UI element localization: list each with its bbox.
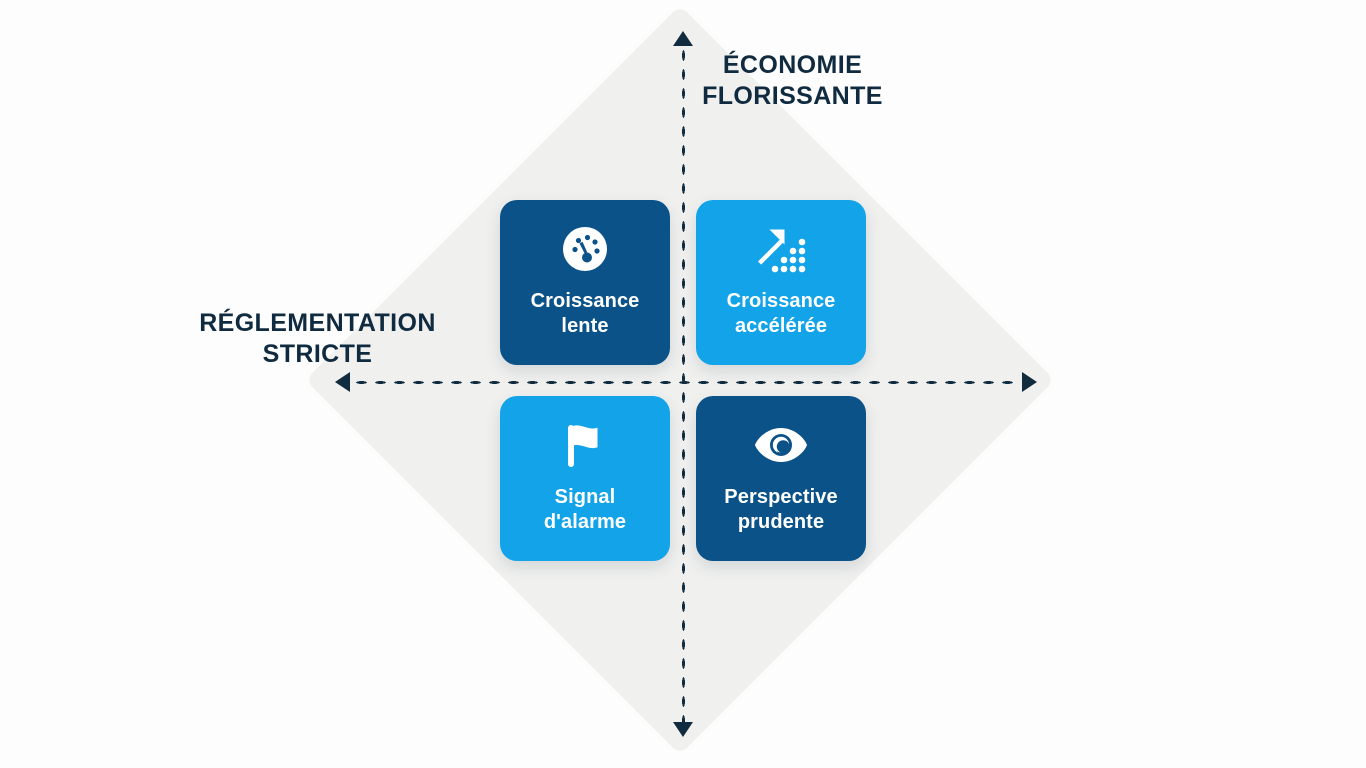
arrow-up-icon — [673, 31, 693, 46]
quadrant-card-bottom-left[interactable]: Signal d'alarme — [500, 396, 670, 561]
horizontal-axis — [352, 380, 1020, 385]
quadrant-card-bottom-right[interactable]: Perspective prudente — [696, 396, 866, 561]
axis-label-top: ÉCONOMIE FLORISSANTE — [702, 51, 883, 110]
quadrant-label-top-right: Croissance accélérée — [726, 290, 836, 337]
quadrant-label-bottom-right: Perspective prudente — [724, 486, 838, 533]
gauge-icon — [557, 223, 613, 275]
vertical-axis — [681, 46, 686, 724]
flag-icon — [557, 419, 613, 471]
axis-label-left: RÉGLEMENTATION STRICTE — [199, 309, 436, 368]
quadrant-label-bottom-left: Signal d'alarme — [543, 486, 627, 533]
arrow-down-icon — [673, 722, 693, 737]
quadrant-card-top-left[interactable]: Croissance lente — [500, 200, 670, 365]
eye-icon — [753, 419, 809, 471]
arrow-left-icon — [335, 372, 350, 392]
arrow-right-icon — [1022, 372, 1037, 392]
quadrant-card-top-right[interactable]: Croissance accélérée — [696, 200, 866, 365]
quadrant-label-top-left: Croissance lente — [530, 290, 640, 337]
growth-arrow-dots-icon — [753, 223, 809, 275]
